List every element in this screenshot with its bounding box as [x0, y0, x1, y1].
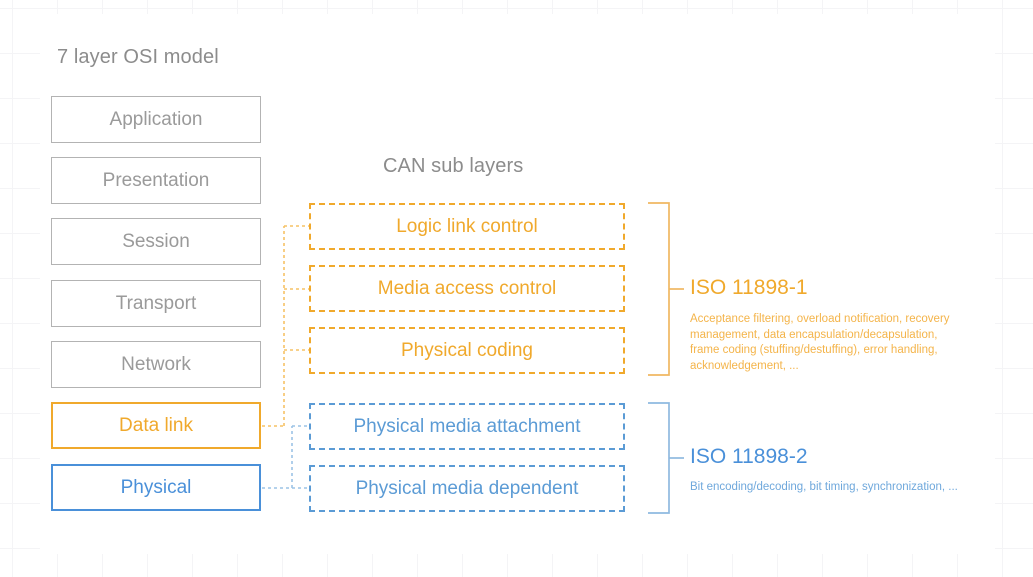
- osi-layer-label: Session: [122, 230, 190, 252]
- can-sublayer-physical-media-attachment[interactable]: Physical media attachment: [309, 403, 625, 450]
- can-sublayer-physical-coding[interactable]: Physical coding: [309, 327, 625, 374]
- osi-layer-label: Physical: [120, 476, 192, 498]
- osi-layer-physical[interactable]: Physical: [51, 464, 261, 511]
- standard-title-iso-11898-1: ISO 11898-1: [690, 276, 808, 299]
- can-sub-layers-heading: CAN sub layers: [383, 155, 524, 177]
- can-sublayer-label: Physical media attachment: [353, 415, 581, 437]
- osi-layer-label: Application: [109, 108, 203, 130]
- osi-layer-presentation[interactable]: Presentation: [51, 157, 261, 204]
- osi-layer-application[interactable]: Application: [51, 96, 261, 143]
- can-sublayer-label: Physical media dependent: [355, 477, 579, 499]
- osi-layer-transport[interactable]: Transport: [51, 280, 261, 327]
- can-sublayer-logic-link-control[interactable]: Logic link control: [309, 203, 625, 250]
- standard-title-iso-11898-2: ISO 11898-2: [690, 445, 808, 468]
- standard-description-iso-11898-2: Bit encoding/decoding, bit timing, synch…: [690, 481, 958, 493]
- osi-layer-label: Data link: [119, 414, 193, 436]
- osi-layer-label: Network: [121, 353, 191, 375]
- osi-layer-label: Presentation: [102, 169, 210, 191]
- can-sublayer-label: Logic link control: [396, 215, 538, 237]
- osi-layer-label: Transport: [115, 292, 197, 314]
- can-sublayer-label: Media access control: [377, 277, 557, 299]
- osi-layer-data-link[interactable]: Data link: [51, 402, 261, 449]
- standard-description-iso-11898-1: Acceptance filtering, overload notificat…: [690, 313, 950, 372]
- can-sublayer-label: Physical coding: [400, 339, 534, 361]
- can-sublayer-physical-media-dependent[interactable]: Physical media dependent: [309, 465, 625, 512]
- osi-layer-network[interactable]: Network: [51, 341, 261, 388]
- osi-model-heading: 7 layer OSI model: [57, 46, 219, 68]
- can-sublayer-media-access-control[interactable]: Media access control: [309, 265, 625, 312]
- osi-layer-session[interactable]: Session: [51, 218, 261, 265]
